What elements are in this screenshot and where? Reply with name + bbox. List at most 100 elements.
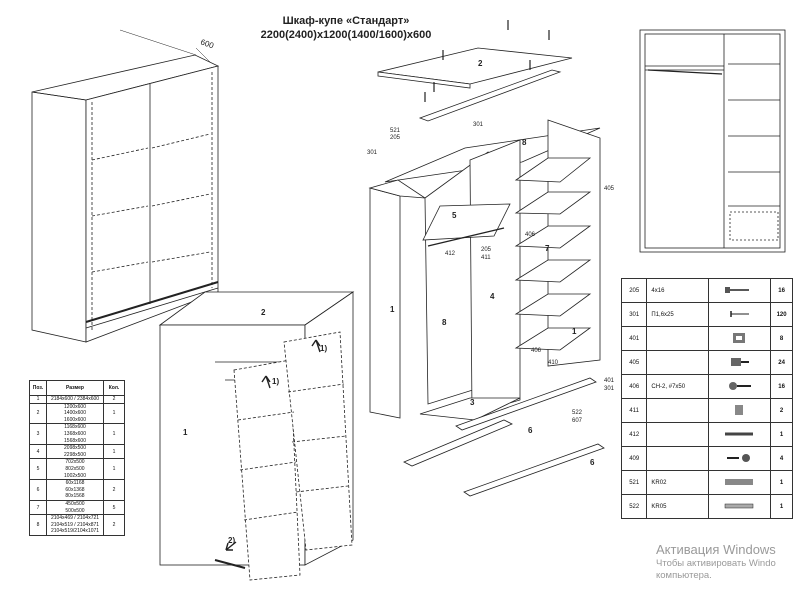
fitting-quantity: 120 <box>770 302 793 327</box>
label-301-right: 301 <box>604 386 615 392</box>
fitting-code: 406 <box>620 374 648 399</box>
callout-upper-shelf: 5 <box>452 211 457 220</box>
label-412: 412 <box>445 251 456 257</box>
exploded-carcass-view <box>368 20 605 497</box>
assembled-wardrobe-view <box>31 29 220 343</box>
label-607: 607 <box>572 418 583 424</box>
watermark-line-2: Чтобы активировать Windo <box>656 558 776 569</box>
callout-right-side: 1 <box>572 327 577 336</box>
fitting-description <box>646 446 709 471</box>
callout-top-panel: 2 <box>478 59 483 68</box>
callout-plinth-1: 6 <box>528 426 533 435</box>
fitting-quantity: 1 <box>770 494 793 519</box>
fitting-quantity: 2 <box>770 398 793 423</box>
table-row: 1 2184x600 / 2384x600 2 <box>29 395 125 404</box>
step-label-2: 2) <box>228 536 236 545</box>
callout-back-panel: 8 <box>522 138 527 147</box>
parts-header-pos: Поз. <box>29 380 47 396</box>
label-406-lower: 406 <box>531 348 542 354</box>
fitting-code: 411 <box>620 398 648 423</box>
fitting-quantity: 8 <box>770 326 793 351</box>
fitting-quantity: 1 <box>770 470 793 495</box>
fitting-quantity: 16 <box>770 374 793 399</box>
callout-bottom-panel: 3 <box>470 398 475 407</box>
callout-side-panel: 1 <box>390 305 395 314</box>
label-205: 205 <box>390 135 401 141</box>
fitting-description <box>646 398 709 423</box>
fitting-description: 4x16 <box>646 278 709 303</box>
table-row: 405 24 <box>620 350 793 375</box>
label-301-top: 301 <box>473 122 484 128</box>
label-406-upper: 406 <box>525 232 536 238</box>
title-line-1: Шкаф-купе «Стандарт» <box>282 15 410 27</box>
fitting-code: 521 <box>620 470 648 495</box>
eccentric-tie-icon <box>707 446 772 471</box>
step-label-1b: 1) <box>320 344 328 353</box>
callout-divider: 4 <box>490 292 495 301</box>
table-row: 411 2 <box>620 398 793 423</box>
fitting-description <box>646 326 709 351</box>
label-401: 401 <box>604 378 615 384</box>
label-522: 522 <box>572 410 583 416</box>
parts-header-qty: Кол. <box>103 380 125 396</box>
fitting-description <box>646 422 709 447</box>
fitting-quantity: 24 <box>770 350 793 375</box>
windows-activation-watermark: Активация Windows Чтобы активировать Win… <box>656 542 776 582</box>
fitting-code: 405 <box>620 350 648 375</box>
fitting-code: 522 <box>620 494 648 519</box>
fitting-description: СН-2, #7x50 <box>646 374 709 399</box>
interior-layout-view <box>639 29 786 253</box>
callout-door-side: 1 <box>183 428 188 437</box>
callout-shelf: 7 <box>545 244 550 253</box>
confirmat-icon <box>707 374 772 399</box>
title-line-2: 2200(2400)x1200(1400/1600)x600 <box>260 29 432 41</box>
table-row: 401 8 <box>620 326 793 351</box>
fitting-quantity: 1 <box>770 422 793 447</box>
callout-door-top: 2 <box>261 308 266 317</box>
fitting-code: 409 <box>620 446 648 471</box>
depth-dimension: 600 <box>199 37 215 50</box>
watermark-line-1: Активация Windows <box>656 542 776 557</box>
label-301-left: 301 <box>367 150 378 156</box>
fitting-description <box>646 350 709 375</box>
label-205-mid: 205 <box>481 247 492 253</box>
screw-icon <box>707 278 772 303</box>
rod-holder-icon <box>707 422 772 447</box>
fitting-code: 301 <box>620 302 648 327</box>
fitting-code: 205 <box>620 278 648 303</box>
table-row: 412 1 <box>620 422 793 447</box>
fitting-code: 412 <box>620 422 648 447</box>
fitting-description: П1,6x25 <box>646 302 709 327</box>
shelf-support-icon <box>707 350 772 375</box>
step-label-1a: 1) <box>272 377 280 386</box>
fitting-description: KR05 <box>646 494 709 519</box>
watermark-line-3: компьютера. <box>656 570 712 581</box>
label-521: 521 <box>390 128 401 134</box>
upper-rail-icon <box>707 470 772 495</box>
parts-table: Поз. Размер Кол. 1 2184x600 / 2384x600 2… <box>29 380 125 536</box>
label-411: 411 <box>481 255 491 261</box>
diagram-title: Шкаф-купе «Стандарт» 2200(2400)x1200(140… <box>226 14 466 42</box>
corner-bracket-icon <box>707 326 772 351</box>
label-410: 410 <box>548 360 559 366</box>
label-405: 405 <box>604 186 615 192</box>
callout-plinth-2: 6 <box>590 458 595 467</box>
lower-rail-icon <box>707 494 772 519</box>
fitting-quantity: 16 <box>770 278 793 303</box>
fitting-code: 401 <box>620 326 648 351</box>
parts-header-size: Размер <box>46 380 104 396</box>
